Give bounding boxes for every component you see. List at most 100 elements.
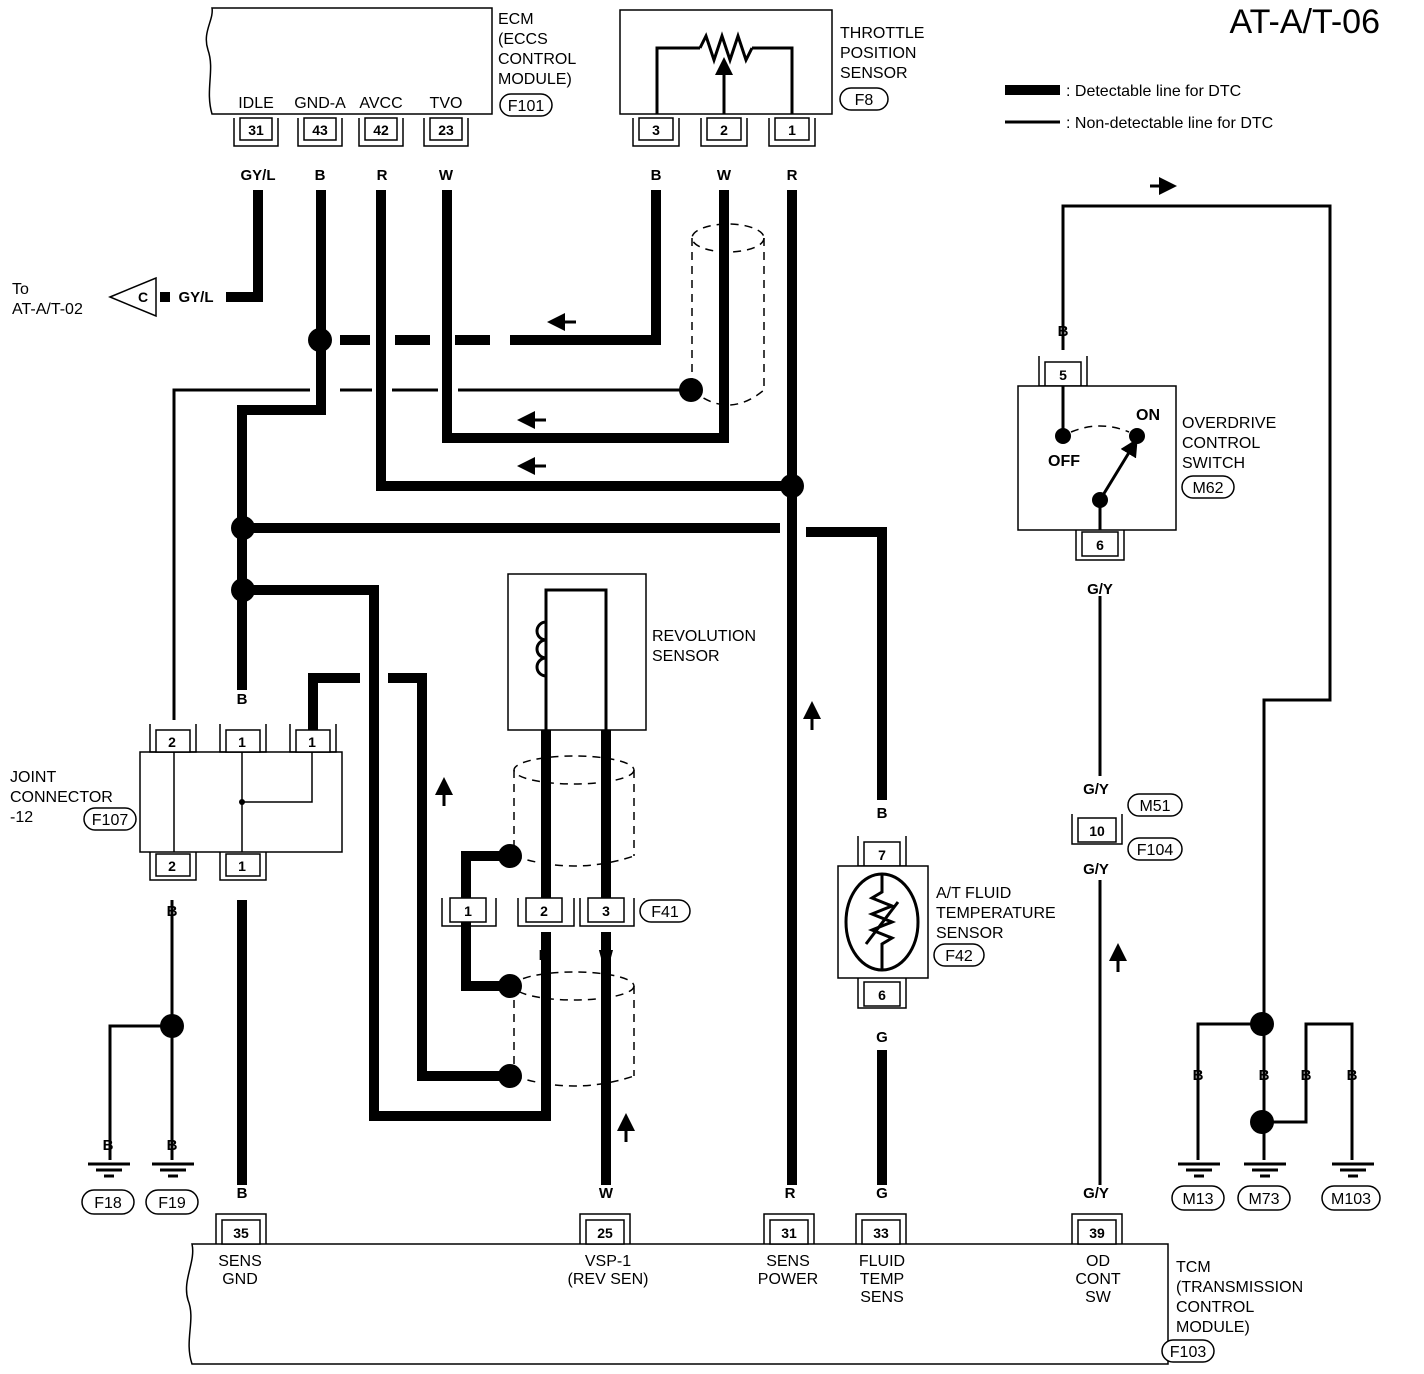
wire-color-w: W — [439, 167, 454, 184]
svg-text:SENSOR: SENSOR — [936, 925, 1004, 942]
legend-non-detectable-text: : Non-detectable line for DTC — [1066, 115, 1273, 132]
svg-text:SENS: SENS — [766, 1253, 810, 1270]
svg-text:POWER: POWER — [758, 1271, 818, 1288]
svg-text:31: 31 — [781, 1225, 797, 1241]
svg-text:M103: M103 — [1331, 1191, 1371, 1208]
svg-text:W: W — [717, 167, 732, 184]
svg-text:B: B — [651, 167, 662, 184]
svg-text:W: W — [599, 947, 614, 964]
shield-tps — [691, 223, 765, 406]
svg-text:5: 5 — [1059, 367, 1067, 383]
wires — [160, 190, 887, 1185]
shield-revolution — [513, 755, 635, 1087]
svg-text:31: 31 — [248, 122, 264, 138]
svg-text:B: B — [237, 691, 248, 708]
svg-text:F41: F41 — [651, 904, 679, 921]
svg-text:SENS: SENS — [860, 1289, 904, 1306]
junction-dots — [160, 328, 1274, 1134]
joint-connector: 2 1 1 2 1 JOINT CONNECTOR -12 F107 — [10, 724, 343, 881]
svg-text:35: 35 — [233, 1225, 249, 1241]
fluid-temperature-sensor: 7 6 A/T FLUID TEMPERATURE SENSOR F42 — [837, 836, 1056, 1009]
revolution-sensor: REVOLUTION SENSOR — [507, 573, 756, 731]
svg-text:3: 3 — [652, 122, 660, 138]
ground-symbols: B F18 B F19 B M13 B M73 B B M103 — [81, 1067, 1381, 1215]
ecm-term-tvo: TVO — [430, 95, 463, 112]
svg-text:3: 3 — [602, 903, 610, 919]
svg-text:33: 33 — [873, 1225, 889, 1241]
svg-text:G: G — [876, 1185, 888, 1202]
inline-connector-10: G/Y 10 G/Y M51 F104 — [1071, 781, 1183, 878]
svg-text:AT-A/T-02: AT-A/T-02 — [12, 301, 83, 318]
svg-text:F19: F19 — [158, 1195, 186, 1212]
tcm-pins: B 35 SENS GND W 25 VSP-1 (REV SEN) R 31 … — [215, 1185, 1123, 1306]
tps-label-1: THROTTLE — [840, 25, 924, 42]
direction-arrows — [435, 177, 1177, 1142]
svg-text:A/T FLUID: A/T FLUID — [936, 885, 1011, 902]
svg-text:2: 2 — [720, 122, 728, 138]
svg-text:GND: GND — [222, 1271, 258, 1288]
legend-detectable-text: : Detectable line for DTC — [1066, 83, 1241, 100]
svg-text:B: B — [237, 903, 248, 920]
ecm-pins: 31 43 42 23 — [233, 117, 469, 147]
svg-text:(TRANSMISSION: (TRANSMISSION — [1176, 1279, 1303, 1296]
ecm-term-avcc: AVCC — [359, 95, 402, 112]
svg-text:G/Y: G/Y — [1083, 781, 1109, 798]
svg-text:JOINT: JOINT — [10, 769, 56, 786]
svg-text:M73: M73 — [1248, 1191, 1279, 1208]
svg-text:TEMPERATURE: TEMPERATURE — [936, 905, 1056, 922]
svg-text:B: B — [1193, 1067, 1204, 1084]
svg-text:2: 2 — [540, 903, 548, 919]
svg-text:B: B — [1347, 1067, 1358, 1084]
svg-text:B: B — [1259, 1067, 1270, 1084]
svg-text:FLUID: FLUID — [859, 1253, 905, 1270]
svg-text:SW: SW — [1085, 1289, 1112, 1306]
svg-text:B: B — [539, 947, 550, 964]
thin-wires — [108, 204, 1354, 1185]
ecm-label-1: ECM — [498, 11, 534, 28]
svg-text:REVOLUTION: REVOLUTION — [652, 628, 756, 645]
svg-text:6: 6 — [878, 987, 886, 1003]
svg-text:7: 7 — [878, 847, 886, 863]
svg-text:CONT: CONT — [1075, 1271, 1121, 1288]
svg-text:CONTROL: CONTROL — [1176, 1299, 1254, 1316]
svg-text:TEMP: TEMP — [860, 1271, 904, 1288]
svg-text:1: 1 — [464, 903, 472, 919]
svg-text:F103: F103 — [1170, 1344, 1207, 1361]
svg-text:1: 1 — [238, 734, 246, 750]
svg-text:F104: F104 — [1137, 842, 1174, 859]
svg-text:SENSOR: SENSOR — [652, 648, 720, 665]
svg-text:W: W — [599, 1185, 614, 1202]
svg-text:SWITCH: SWITCH — [1182, 455, 1245, 472]
ecm-module: ECM (ECCS CONTROL MODULE) F101 IDLE GND-… — [205, 7, 576, 117]
svg-text:43: 43 — [312, 122, 328, 138]
ecm-label-4: MODULE) — [498, 71, 572, 88]
svg-text:G/Y: G/Y — [1083, 1185, 1109, 1202]
svg-text:B: B — [167, 903, 178, 920]
tps-pins: 3 2 1 — [632, 117, 816, 147]
svg-text:2: 2 — [168, 858, 176, 874]
svg-text:-12: -12 — [10, 809, 33, 826]
to-at-a-t-02-ref: To AT-A/T-02 C GY/L — [12, 276, 214, 318]
svg-text:MODULE): MODULE) — [1176, 1319, 1250, 1336]
ecm-label-2: (ECCS — [498, 31, 548, 48]
svg-text:1: 1 — [788, 122, 796, 138]
svg-text:B: B — [237, 1185, 248, 1202]
svg-text:2: 2 — [168, 734, 176, 750]
overdrive-control-switch: 5 OFF ON 6 OVERDRIVE CONTROL SWITCH M62 — [1017, 356, 1276, 561]
ecm-connector-id: F101 — [508, 98, 545, 115]
f41-connector: 1 2 3 F41 — [441, 897, 691, 927]
svg-text:B: B — [103, 1137, 114, 1154]
svg-text:23: 23 — [438, 122, 454, 138]
svg-text:ON: ON — [1136, 407, 1160, 424]
svg-text:(REV SEN): (REV SEN) — [568, 1271, 649, 1288]
svg-text:F42: F42 — [945, 948, 973, 965]
svg-text:VSP-1: VSP-1 — [585, 1253, 631, 1270]
svg-text:G: G — [876, 1029, 888, 1046]
svg-text:M51: M51 — [1139, 798, 1170, 815]
page-code: AT-A/T-06 — [1229, 3, 1380, 41]
svg-text:1: 1 — [308, 734, 316, 750]
svg-text:M13: M13 — [1182, 1191, 1213, 1208]
tcm-module: TCM (TRANSMISSION CONTROL MODULE) F103 — [185, 1243, 1303, 1365]
svg-text:B: B — [1301, 1067, 1312, 1084]
